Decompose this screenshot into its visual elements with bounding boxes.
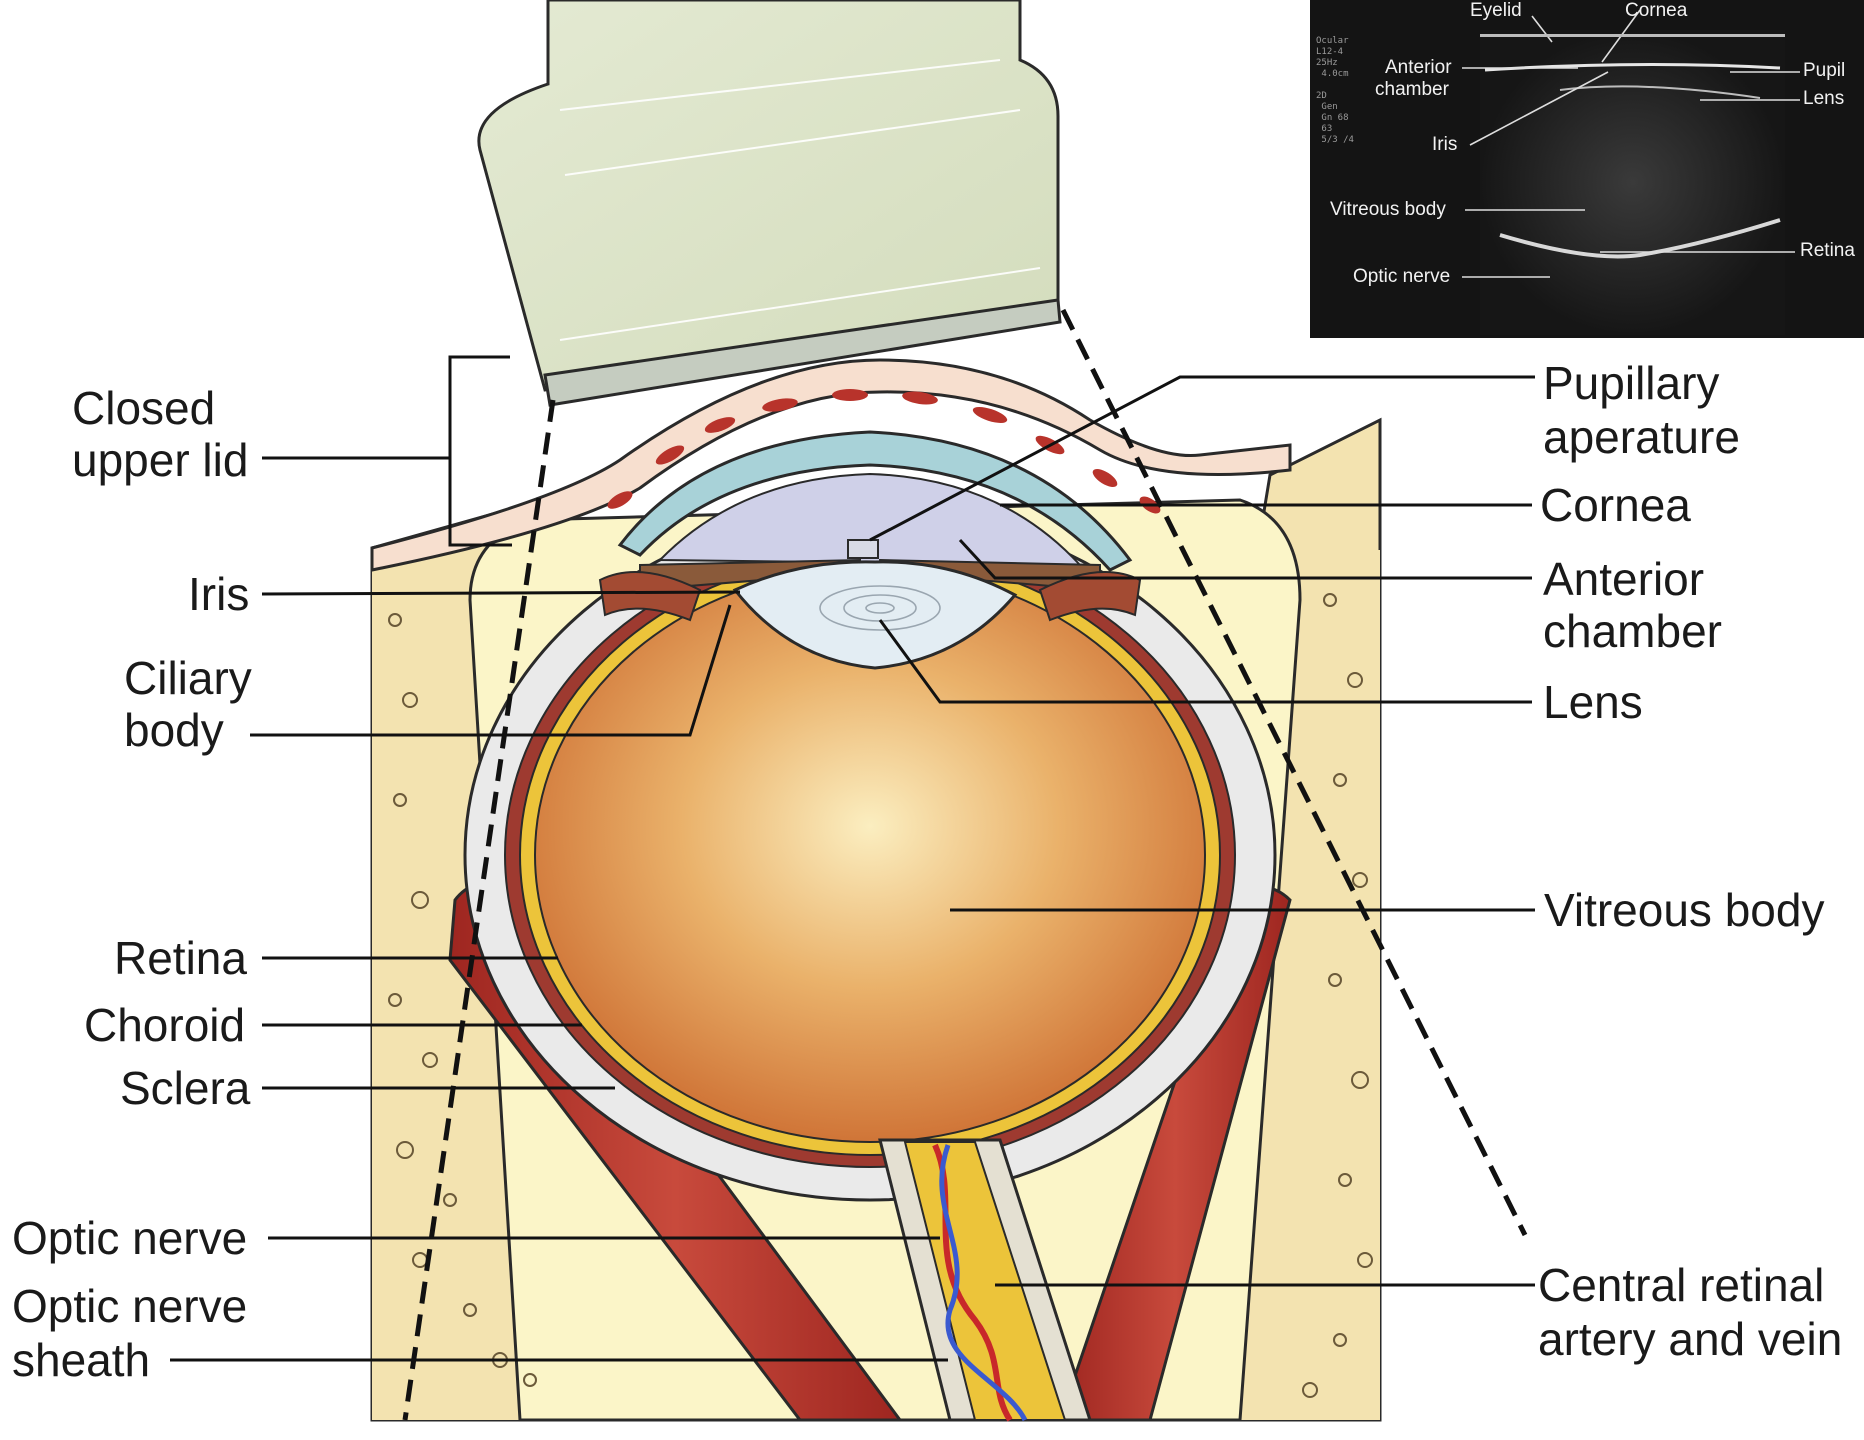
us-label-anterior-chamber-1: Anterior — [1385, 57, 1452, 79]
us-label-pupil: Pupil — [1803, 60, 1845, 82]
label-iris: Iris — [188, 568, 249, 620]
us-label-lens: Lens — [1803, 88, 1844, 110]
label-anterior-chamber-line1: Anterior — [1543, 553, 1704, 605]
label-pupillary-aperature-line1: Pupillary — [1543, 357, 1719, 409]
label-anterior-chamber-line2: chamber — [1543, 605, 1722, 657]
label-sclera: Sclera — [120, 1062, 250, 1114]
ultrasound-image-field — [1480, 30, 1785, 335]
label-vitreous-body: Vitreous body — [1544, 884, 1824, 936]
label-choroid: Choroid — [84, 999, 245, 1051]
label-central-retinal-line2: artery and vein — [1538, 1313, 1842, 1365]
us-label-vitreous-body: Vitreous body — [1330, 199, 1446, 221]
label-closed-upper-lid-line1: Closed — [72, 382, 215, 434]
label-cornea: Cornea — [1540, 479, 1691, 531]
label-ciliary-body-line2: body — [124, 704, 224, 756]
us-label-retina: Retina — [1800, 240, 1855, 262]
pupil-marker — [848, 540, 878, 558]
label-optic-nerve-sheath-line1: Optic nerve — [12, 1280, 247, 1332]
us-label-optic-nerve: Optic nerve — [1353, 266, 1450, 288]
label-pupillary-aperature-line2: aperature — [1543, 411, 1740, 463]
label-closed-upper-lid-line2: upper lid — [72, 434, 248, 486]
us-label-cornea: Cornea — [1625, 0, 1687, 22]
label-lens: Lens — [1543, 676, 1643, 728]
label-retina: Retina — [114, 932, 247, 984]
us-label-anterior-chamber-2: chamber — [1375, 79, 1449, 101]
ultrasound-top-bar — [1480, 34, 1785, 37]
us-label-eyelid: Eyelid — [1470, 0, 1522, 22]
label-ciliary-body-line1: Ciliary — [124, 652, 252, 704]
label-central-retinal-line1: Central retinal — [1538, 1259, 1824, 1311]
us-label-iris: Iris — [1432, 134, 1457, 156]
label-optic-nerve: Optic nerve — [12, 1212, 247, 1264]
ultrasound-settings-text: Ocular L12-4 25Hz 4.0cm 2D Gen Gn 68 63 … — [1316, 36, 1354, 146]
label-optic-nerve-sheath-line2: sheath — [12, 1334, 150, 1386]
